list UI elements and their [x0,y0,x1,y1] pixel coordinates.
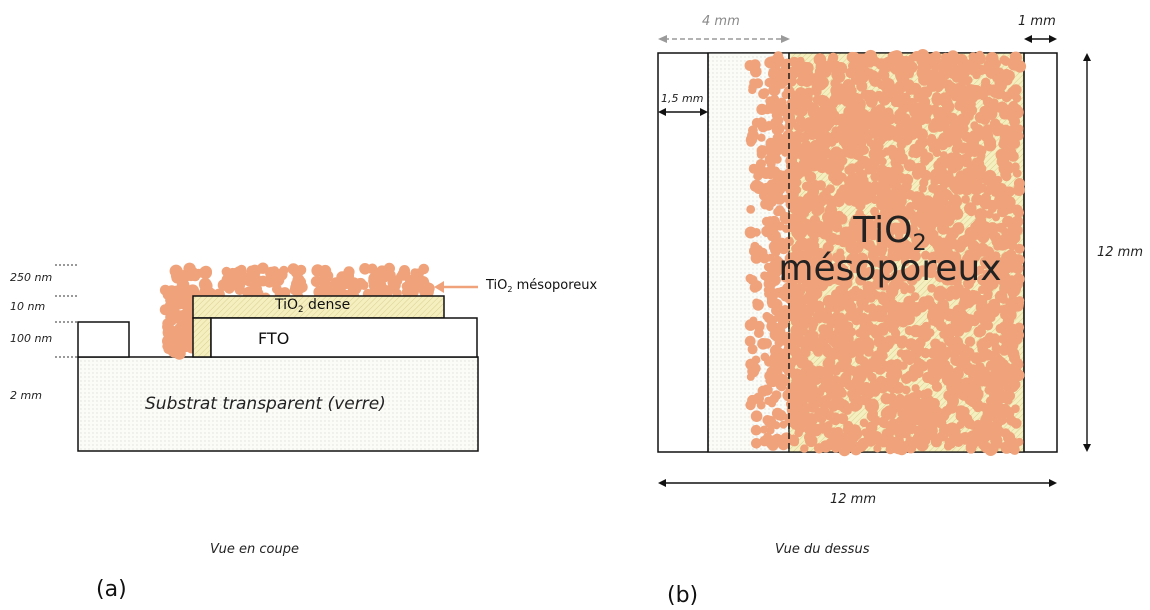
dim-12mm-right-label: 12 mm [1097,245,1144,260]
label-2mm: 2 mm [10,389,42,402]
panel-id-b: (b) [667,583,699,608]
dense-label-prefix: TiO [275,297,299,313]
mesoporous-particles-b [744,49,1027,457]
meso-center-label: TiO2 mésoporeux [760,212,1020,288]
panel-a-drawing [55,262,479,452]
dense-tio2-wall [192,317,212,358]
fto-block-left [77,321,130,358]
meso-center-line2: mésoporeux [778,247,1002,289]
label-10nm: 10 nm [10,300,46,313]
label-250nm: 250 nm [10,271,53,284]
meso-label-sub: 2 [507,284,513,294]
center-label-prefix: TiO [853,210,913,251]
dim-1-5mm-label: 1,5 mm [661,92,704,105]
panel-id-a: (a) [96,577,127,602]
meso-center-line1: TiO2 [760,210,1020,254]
dense-label-suffix: dense [303,297,351,313]
meso-tio2-label-a: TiO2 mésoporeux [486,278,598,294]
caption-b: Vue du dessus [775,542,870,557]
meso-label-suffix: mésoporeux [512,278,598,293]
fto-label: FTO [258,329,290,348]
dim-12mm-bottom-label: 12 mm [830,492,877,507]
fto-layer [210,317,478,358]
dense-label-sub: 2 [298,305,304,316]
center-label-sub: 2 [912,229,927,256]
dense-tio2-label: TiO2 dense [275,297,351,316]
dim-4mm-label: 4 mm [702,14,740,29]
mesoporous-particles-a [159,262,435,360]
caption-a: Vue en coupe [210,542,299,557]
panel-b-drawing [657,35,1091,487]
substrate-layer [77,356,479,452]
dim-1mm-label: 1 mm [1018,14,1056,29]
substrate-label: Substrat transparent (verre) [145,394,386,414]
meso-label-prefix: TiO [486,278,508,293]
label-100nm: 100 nm [10,332,53,345]
